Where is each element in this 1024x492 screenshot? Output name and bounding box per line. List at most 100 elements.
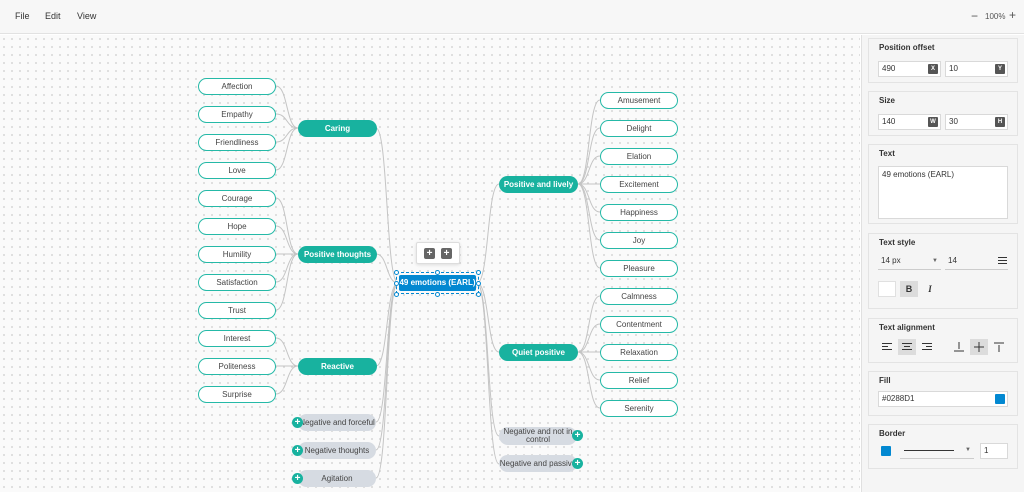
- node-negative-and-forceful[interactable]: Negative and forceful: [298, 414, 376, 431]
- connector-line: [577, 351, 601, 381]
- node-reactive[interactable]: Reactive: [298, 358, 377, 375]
- align-right-button[interactable]: [918, 339, 936, 355]
- border-color-swatch[interactable]: [881, 446, 891, 456]
- node-affection[interactable]: Affection: [198, 78, 276, 95]
- zoom-in-button[interactable]: +: [1009, 8, 1017, 22]
- node-serenity[interactable]: Serenity: [600, 400, 678, 417]
- italic-button[interactable]: I: [928, 284, 932, 294]
- fill-color-swatch[interactable]: [995, 394, 1005, 404]
- position-y-input[interactable]: 10 Y: [945, 61, 1008, 77]
- fill-color-input[interactable]: #0288D1: [878, 391, 1008, 407]
- connector-line: [577, 351, 601, 409]
- node-toolbar: + +: [416, 242, 460, 264]
- expand-icon[interactable]: +: [572, 430, 583, 441]
- node-interest[interactable]: Interest: [198, 330, 276, 347]
- node-courage[interactable]: Courage: [198, 190, 276, 207]
- diagram-canvas[interactable]: Affection Empathy Friendliness Love Cari…: [0, 35, 860, 492]
- resize-handle[interactable]: [394, 270, 399, 275]
- node-relaxation[interactable]: Relaxation: [600, 344, 678, 361]
- connector-line: [275, 253, 299, 283]
- expand-icon[interactable]: +: [292, 445, 303, 456]
- node-politeness[interactable]: Politeness: [198, 358, 276, 375]
- expand-icon[interactable]: +: [572, 458, 583, 469]
- resize-handle[interactable]: [394, 281, 399, 286]
- border-style-select[interactable]: ▼: [900, 443, 974, 459]
- menu-file[interactable]: File: [15, 11, 30, 21]
- node-love[interactable]: Love: [198, 162, 276, 179]
- position-x-input[interactable]: 490 X: [878, 61, 941, 77]
- menu-view[interactable]: View: [77, 11, 97, 21]
- node-positive-and-lively[interactable]: Positive and lively: [499, 176, 578, 193]
- node-agitation[interactable]: Agitation: [298, 470, 376, 487]
- align-bottom-button[interactable]: [950, 339, 968, 355]
- node-caring[interactable]: Caring: [298, 120, 377, 137]
- node-empathy[interactable]: Empathy: [198, 106, 276, 123]
- height-input[interactable]: 30 H: [945, 114, 1008, 130]
- align-bottom-icon: [954, 342, 964, 352]
- node-contentment[interactable]: Contentment: [600, 316, 678, 333]
- connector-line: [577, 99, 601, 185]
- node-hope[interactable]: Hope: [198, 218, 276, 235]
- resize-handle[interactable]: [476, 270, 481, 275]
- position-offset-section: Position offset 490 X 10 Y: [868, 38, 1018, 83]
- node-happiness[interactable]: Happiness: [600, 204, 678, 221]
- align-center-button[interactable]: [898, 339, 916, 355]
- connector-line: [275, 113, 299, 129]
- node-negative-and-passive[interactable]: Negative and passive: [499, 455, 577, 472]
- node-trust[interactable]: Trust: [198, 302, 276, 319]
- node-joy[interactable]: Joy: [600, 232, 678, 249]
- node-satisfaction[interactable]: Satisfaction: [198, 274, 276, 291]
- expand-icon[interactable]: +: [292, 417, 303, 428]
- align-center-icon: [902, 343, 912, 351]
- line-height-icon: [998, 257, 1007, 265]
- bold-button[interactable]: B: [900, 281, 918, 297]
- connector-line: [577, 323, 601, 353]
- zoom-out-button[interactable]: −: [971, 9, 979, 23]
- add-node-right-button[interactable]: +: [441, 248, 452, 259]
- node-positive-thoughts[interactable]: Positive thoughts: [298, 246, 377, 263]
- align-middle-button[interactable]: [970, 339, 988, 355]
- connector-line: [577, 183, 601, 213]
- node-relief[interactable]: Relief: [600, 372, 678, 389]
- width-value: 140: [882, 117, 896, 126]
- node-amusement[interactable]: Amusement: [600, 92, 678, 109]
- resize-handle[interactable]: [476, 292, 481, 297]
- node-root[interactable]: 49 emotions (EARL): [399, 275, 476, 291]
- add-node-left-button[interactable]: +: [424, 248, 435, 259]
- node-negative-and-not-in-control[interactable]: Negative and not in control: [499, 427, 577, 445]
- node-negative-thoughts[interactable]: Negative thoughts: [298, 442, 376, 459]
- connector-line: [476, 282, 500, 465]
- node-quiet-positive[interactable]: Quiet positive: [499, 344, 578, 361]
- node-friendliness[interactable]: Friendliness: [198, 134, 276, 151]
- expand-icon[interactable]: +: [292, 473, 303, 484]
- connector-lines: [275, 85, 601, 479]
- font-size-select[interactable]: 14 px ▼: [878, 254, 941, 270]
- text-color-swatch[interactable]: [878, 281, 896, 297]
- border-width-input[interactable]: 1: [980, 443, 1008, 459]
- text-style-section: Text style 14 px ▼ 14 B I: [868, 233, 1018, 309]
- connector-line: [275, 253, 299, 311]
- connector-line: [577, 183, 601, 269]
- resize-handle[interactable]: [435, 270, 440, 275]
- resize-handle[interactable]: [435, 292, 440, 297]
- resize-handle[interactable]: [394, 292, 399, 297]
- align-top-button[interactable]: [990, 339, 1008, 355]
- text-input[interactable]: 49 emotions (EARL): [878, 166, 1008, 219]
- connector-line: [275, 127, 299, 143]
- node-delight[interactable]: Delight: [600, 120, 678, 137]
- line-height-input[interactable]: 14: [945, 254, 1008, 270]
- connector-line: [375, 282, 399, 451]
- menu-edit[interactable]: Edit: [45, 11, 61, 21]
- node-calmness[interactable]: Calmness: [600, 288, 678, 305]
- align-left-button[interactable]: [878, 339, 896, 355]
- menu-bar: File Edit View − 100% +: [0, 0, 1024, 34]
- node-excitement[interactable]: Excitement: [600, 176, 678, 193]
- width-input[interactable]: 140 W: [878, 114, 941, 130]
- node-humility[interactable]: Humility: [198, 246, 276, 263]
- resize-handle[interactable]: [476, 281, 481, 286]
- node-surprise[interactable]: Surprise: [198, 386, 276, 403]
- node-pleasure[interactable]: Pleasure: [600, 260, 678, 277]
- node-elation[interactable]: Elation: [600, 148, 678, 165]
- connector-line: [476, 183, 500, 284]
